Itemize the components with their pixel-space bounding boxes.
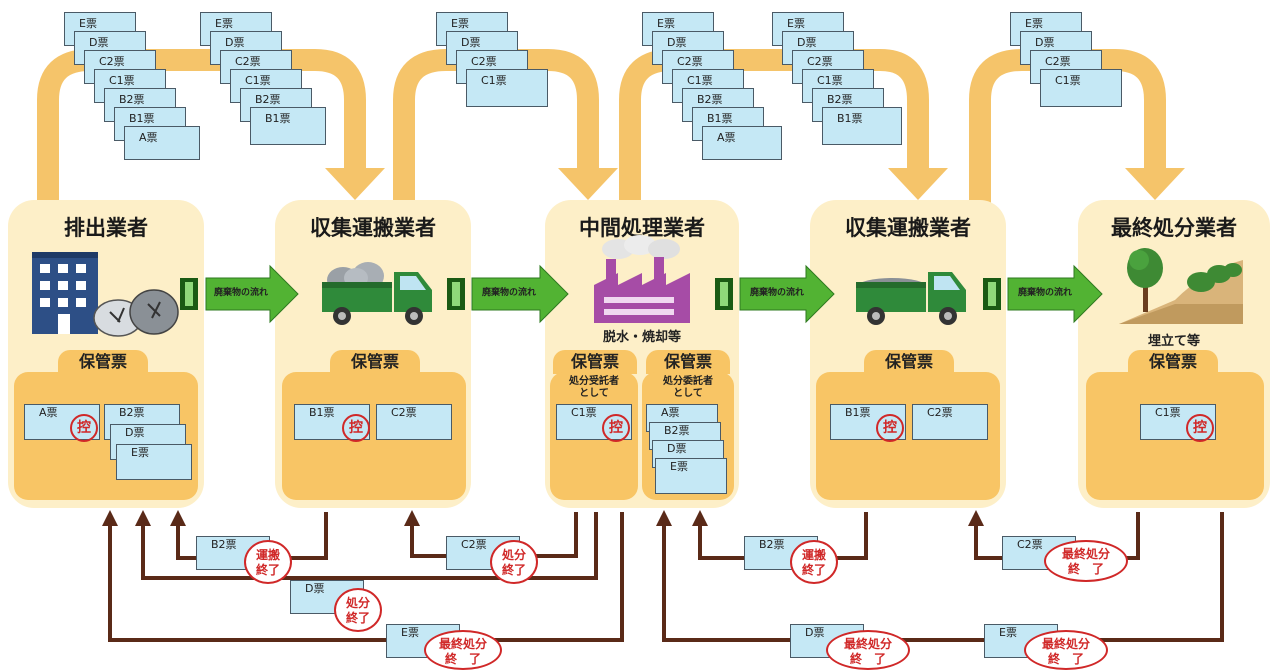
slip-e: E票 <box>116 444 192 480</box>
caption-dehydrate: 脱水・焼却等 <box>602 330 681 345</box>
slip-e: E票 <box>655 458 727 494</box>
storage-label: 保管票 <box>553 350 637 374</box>
slip-a: A票 <box>124 126 200 160</box>
flow-label: 廃棄物の流れ <box>1017 288 1072 298</box>
stamp-copy: 控 <box>342 414 370 442</box>
stamp-disposal-done: 処分 終了 <box>490 540 538 584</box>
stamp-final-disposal-done: 最終処分 終 了 <box>424 630 502 670</box>
transfer-arrow-3 <box>619 49 929 205</box>
factory-icon <box>594 235 690 323</box>
stamp-copy: 控 <box>876 414 904 442</box>
stamp-copy: 控 <box>602 414 630 442</box>
caption-landfill: 埋立て等 <box>1147 334 1200 349</box>
waste-flow-arrows <box>180 264 1103 324</box>
slip-transfer-arrows <box>37 49 1185 205</box>
slip-a: A票 <box>702 126 782 160</box>
storage-label: 保管票 <box>58 350 148 374</box>
storage-label: 保管票 <box>330 350 420 374</box>
slip-c1: C1票 <box>1040 69 1122 107</box>
stamp-final-disposal-done: 最終処分 終 了 <box>826 630 910 670</box>
actor-title: 収集運搬業者 <box>310 216 436 240</box>
flow-label: 廃棄物の流れ <box>749 288 804 298</box>
storage-label: 保管票 <box>1128 350 1218 374</box>
actor-title: 収集運搬業者 <box>845 216 971 240</box>
flow-label: 廃棄物の流れ <box>213 288 268 298</box>
storage-sub-label: 処分受託者 として <box>569 376 619 399</box>
landfill-icon <box>1119 248 1243 324</box>
stamp-disposal-done: 処分 終了 <box>334 588 382 632</box>
stamp-final-disposal-done: 最終処分 終 了 <box>1044 540 1128 582</box>
stamp-copy: 控 <box>70 414 98 442</box>
stamp-copy: 控 <box>1186 414 1214 442</box>
transfer-arrow-1 <box>37 49 366 205</box>
slip-c2: C2票 <box>912 404 988 440</box>
actor-title: 最終処分業者 <box>1111 216 1237 240</box>
storage-label: 保管票 <box>864 350 954 374</box>
slip-c1: C1票 <box>466 69 548 107</box>
building-garbage-icon <box>32 252 179 337</box>
slip-b1: B1票 <box>822 107 902 145</box>
actor-title: 排出業者 <box>64 216 148 240</box>
flow-label: 廃棄物の流れ <box>481 288 536 298</box>
dump-truck-icon <box>856 272 966 325</box>
dump-truck-icon <box>322 262 432 325</box>
stamp-transport-done: 運搬 終了 <box>790 540 838 584</box>
storage-sub-label: 処分委託者 として <box>663 376 713 399</box>
slip-c2: C2票 <box>376 404 452 440</box>
stamp-final-disposal-done: 最終処分 終 了 <box>1024 630 1108 670</box>
stamp-transport-done: 運搬 終了 <box>244 540 292 584</box>
slip-b1: B1票 <box>250 107 326 145</box>
storage-label: 保管票 <box>646 350 730 374</box>
